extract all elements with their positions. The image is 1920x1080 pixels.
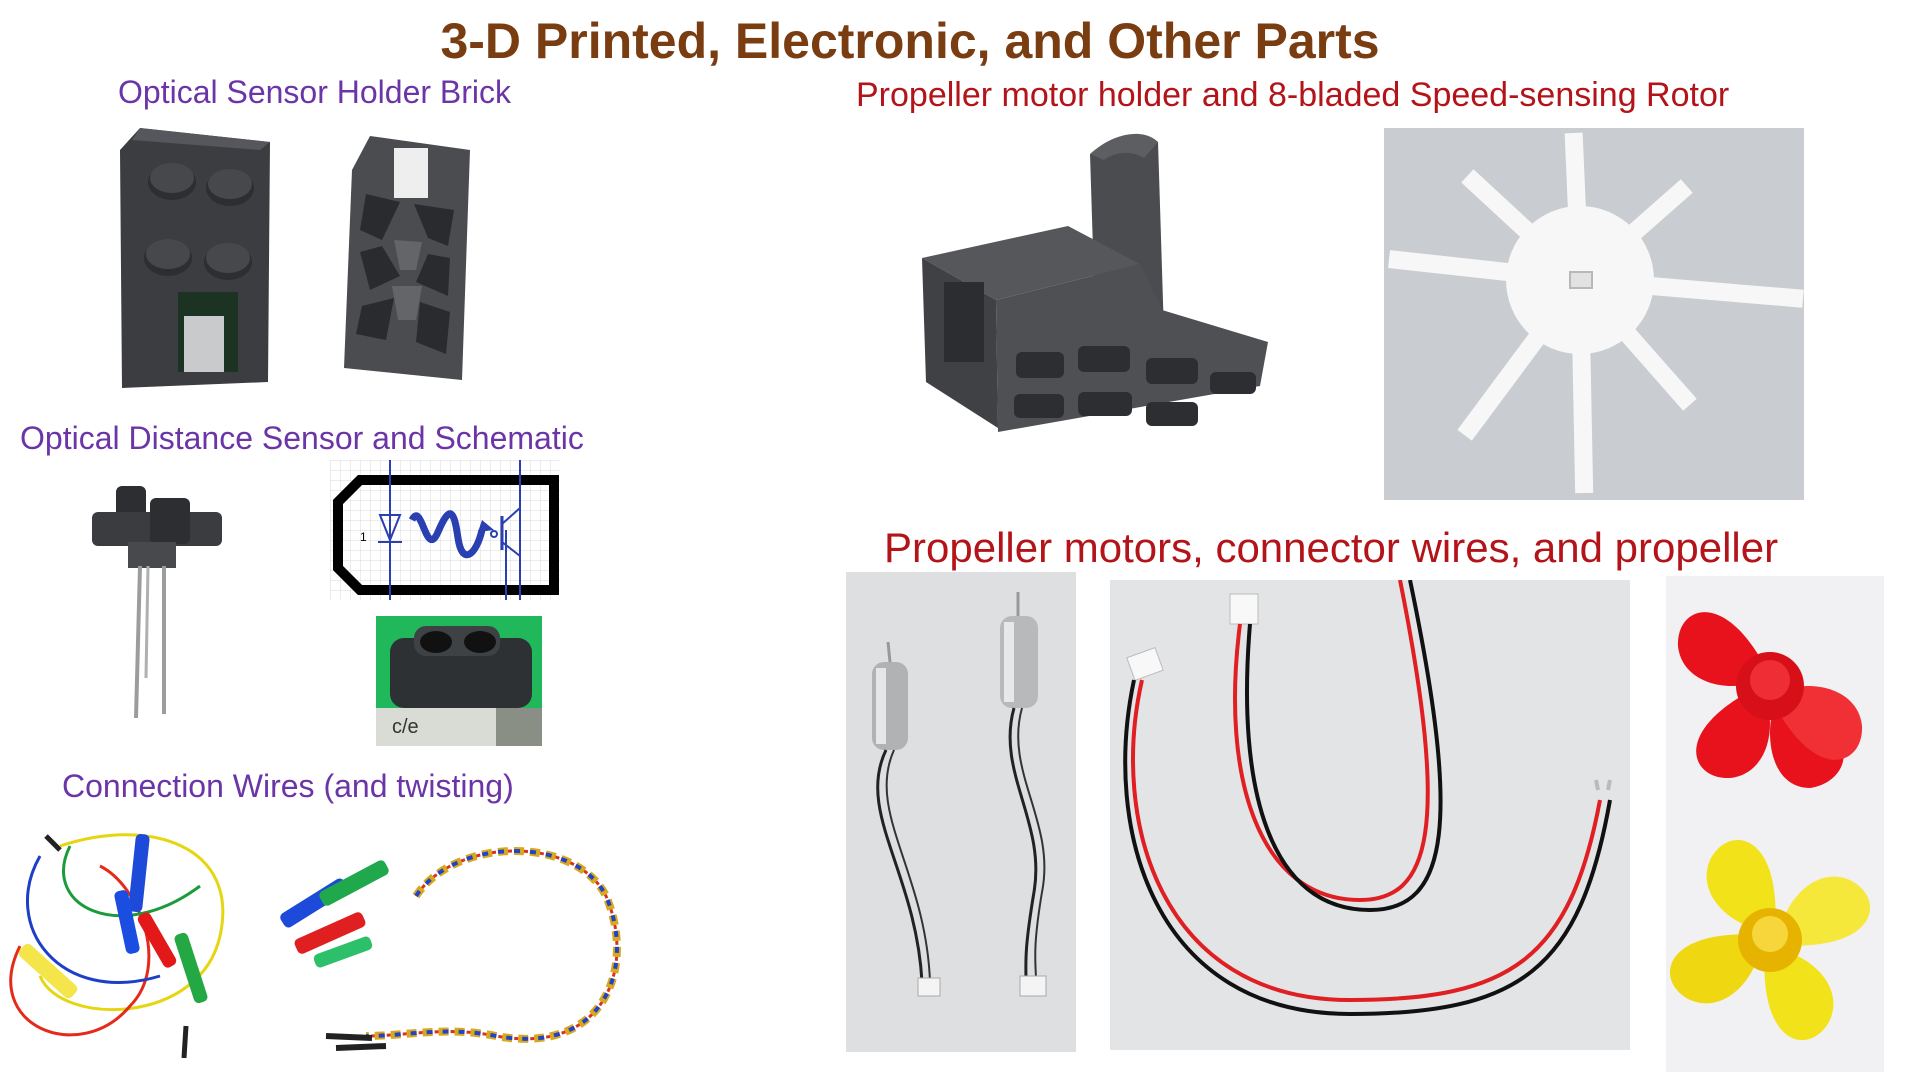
caption-connection-wires: Connection Wires (and twisting) xyxy=(62,768,514,804)
distance-sensor-photo xyxy=(88,478,228,728)
sensor-label-fragment: c/e xyxy=(392,716,419,738)
sensor-schematic: 1 xyxy=(330,460,560,600)
caption-motors: Propeller motors, connector wires, and p… xyxy=(884,524,1779,571)
rotor-photo xyxy=(1384,128,1804,500)
connection-wires-photo xyxy=(0,826,266,1066)
sensor-green-photo: c/e xyxy=(376,616,542,746)
schematic-pin-label: 1 xyxy=(360,530,367,544)
caption-distance-sensor: Optical Distance Sensor and Schematic xyxy=(20,420,584,456)
connector-wires-photo xyxy=(1110,580,1630,1050)
slide-title: 3-D Printed, Electronic, and Other Parts xyxy=(440,13,1380,69)
propellers-photo xyxy=(1666,576,1884,1072)
caption-motor-holder: Propeller motor holder and 8-bladed Spee… xyxy=(856,76,1730,114)
twisted-wires-photo xyxy=(276,826,642,1070)
motor-holder-photo xyxy=(918,132,1278,472)
caption-sensor-holder: Optical Sensor Holder Brick xyxy=(118,74,512,110)
sensor-holder-bottom-photo xyxy=(330,130,480,390)
propeller-motors-photo xyxy=(846,572,1076,1052)
sensor-holder-top-photo xyxy=(110,120,280,395)
